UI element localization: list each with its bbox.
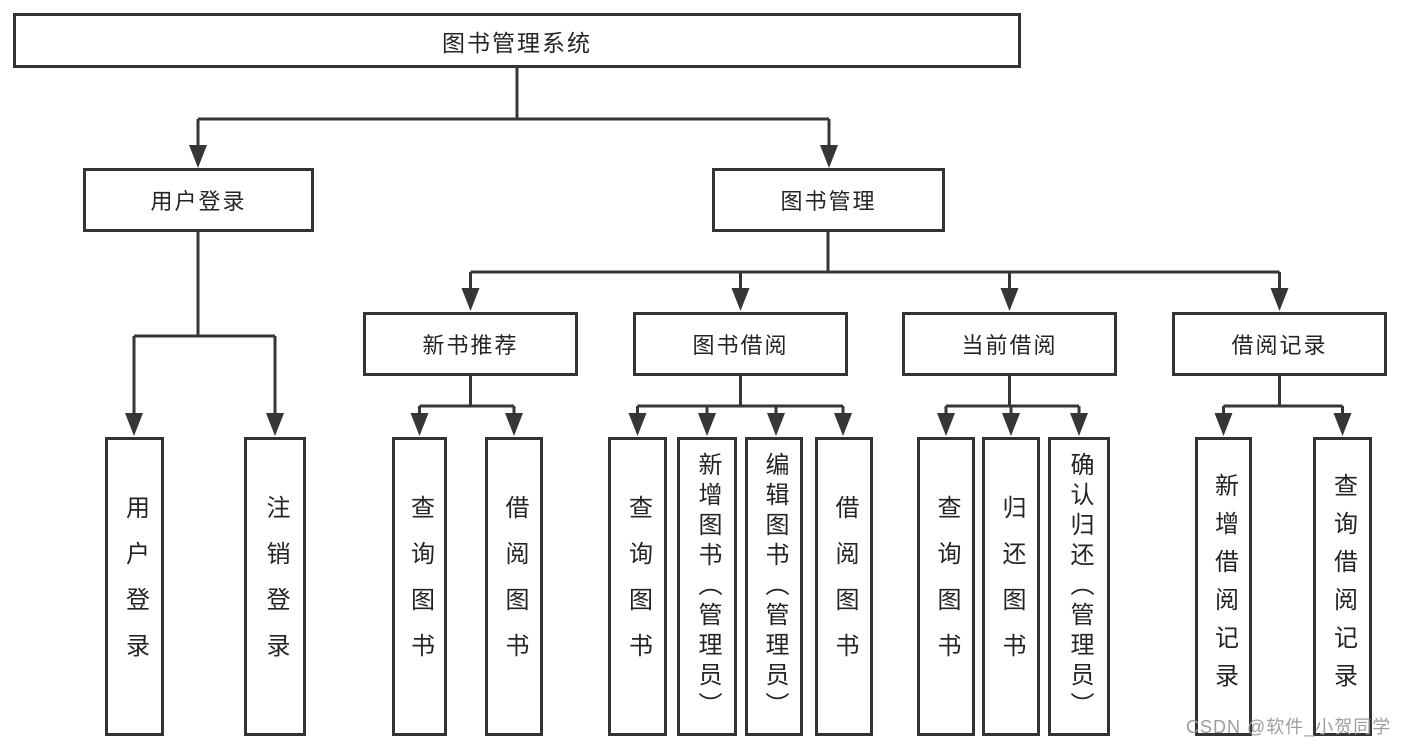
leaf-query-borrow-record-label: 查询借阅记录 [1329, 472, 1357, 701]
arrow-down-icon [189, 145, 207, 168]
arrow-down-icon [767, 413, 785, 436]
node-current-borrowing-label: 当前借阅 [961, 333, 1058, 358]
leaf-query-borrow-record: 查询借阅记录 [1313, 437, 1372, 736]
node-library-system-label: 图书管理系统 [442, 29, 592, 56]
node-user-login: 用户登录 [83, 168, 314, 232]
connector-root-to-level2 [189, 68, 838, 168]
node-new-book-recommend: 新书推荐 [363, 312, 578, 376]
arrow-down-icon [461, 288, 480, 311]
connector-line [132, 232, 277, 416]
arrow-down-icon [1002, 413, 1020, 436]
leaf-add-books-admin: 新增图书（管理员） [677, 437, 737, 736]
arrow-down-icon [1270, 288, 1289, 311]
leaf-borrow-books: 借阅图书 [815, 437, 873, 736]
node-book-management: 图书管理 [712, 168, 945, 232]
connector-new-book-to-leaves [410, 376, 523, 436]
node-library-system: 图书管理系统 [13, 13, 1021, 68]
leaf-borrow-books-label: 借阅图书 [831, 494, 858, 679]
leaf-query-books-current-label: 查询图书 [933, 494, 960, 679]
connector-current-borrowing-to-leaves [937, 376, 1088, 436]
arrow-down-icon [731, 288, 750, 311]
leaf-user-login-label: 用户登录 [121, 494, 149, 679]
leaf-borrow-books-recommend: 借阅图书 [485, 437, 543, 736]
leaf-logout: 注销登录 [244, 437, 306, 736]
leaf-query-books-recommend-label: 查询图书 [406, 494, 434, 679]
leaf-add-borrow-record: 新增借阅记录 [1195, 437, 1252, 736]
leaf-edit-books-admin: 编辑图书（管理员） [745, 437, 803, 736]
arrow-down-icon [1333, 413, 1352, 436]
arrow-down-icon [1000, 288, 1019, 311]
connector-line [1222, 376, 1344, 416]
leaf-add-books-admin-label: 新增图书（管理员） [694, 451, 721, 722]
leaf-user-login: 用户登录 [105, 437, 164, 736]
leaf-query-books-borrowing: 查询图书 [608, 437, 667, 736]
node-borrowing-records-label: 借阅记录 [1231, 333, 1328, 358]
node-book-borrowing: 图书借阅 [633, 312, 848, 376]
arrow-down-icon [1214, 413, 1233, 436]
node-current-borrowing: 当前借阅 [902, 312, 1117, 376]
connector-book-borrowing-to-leaves [628, 376, 852, 436]
connector-line [196, 68, 831, 147]
node-new-book-recommend-label: 新书推荐 [422, 333, 519, 358]
leaf-query-books-current: 查询图书 [917, 437, 975, 736]
watermark: CSDN @软件_小贺同学 [1186, 717, 1392, 737]
leaf-query-books-recommend: 查询图书 [392, 437, 447, 736]
connector-book-management-to-level3 [461, 232, 1289, 311]
arrow-down-icon [505, 413, 523, 436]
leaf-borrow-books-recommend-label: 借阅图书 [501, 494, 528, 679]
connector-line [469, 232, 1281, 291]
arrow-down-icon [410, 413, 429, 436]
leaf-return-books-label: 归还图书 [998, 494, 1025, 679]
leaf-edit-books-admin-label: 编辑图书（管理员） [761, 451, 788, 722]
node-user-login-label: 用户登录 [150, 189, 247, 214]
connector-line [636, 376, 845, 416]
arrow-down-icon [834, 413, 852, 436]
connector-line [944, 376, 1081, 416]
connector-line [418, 376, 516, 416]
connector-borrowing-records-to-leaves [1214, 376, 1352, 436]
arrow-down-icon [266, 413, 284, 436]
connector-user-login-to-leaves [125, 232, 284, 436]
arrow-down-icon [698, 413, 716, 436]
leaf-logout-label: 注销登录 [262, 494, 289, 679]
arrow-down-icon [628, 413, 647, 436]
node-book-management-label: 图书管理 [780, 189, 877, 214]
node-book-borrowing-label: 图书借阅 [692, 333, 789, 358]
arrow-down-icon [1070, 413, 1088, 436]
leaf-query-books-borrowing-label: 查询图书 [624, 494, 652, 679]
leaf-confirm-return-admin-label: 确认归还（管理员） [1066, 451, 1093, 722]
leaf-add-borrow-record-label: 新增借阅记录 [1210, 472, 1238, 701]
arrow-down-icon [937, 413, 955, 436]
leaf-return-books: 归还图书 [982, 437, 1040, 736]
arrow-down-icon [125, 413, 143, 436]
leaf-confirm-return-admin: 确认归还（管理员） [1048, 437, 1110, 736]
node-borrowing-records: 借阅记录 [1172, 312, 1387, 376]
arrow-down-icon [820, 145, 838, 168]
